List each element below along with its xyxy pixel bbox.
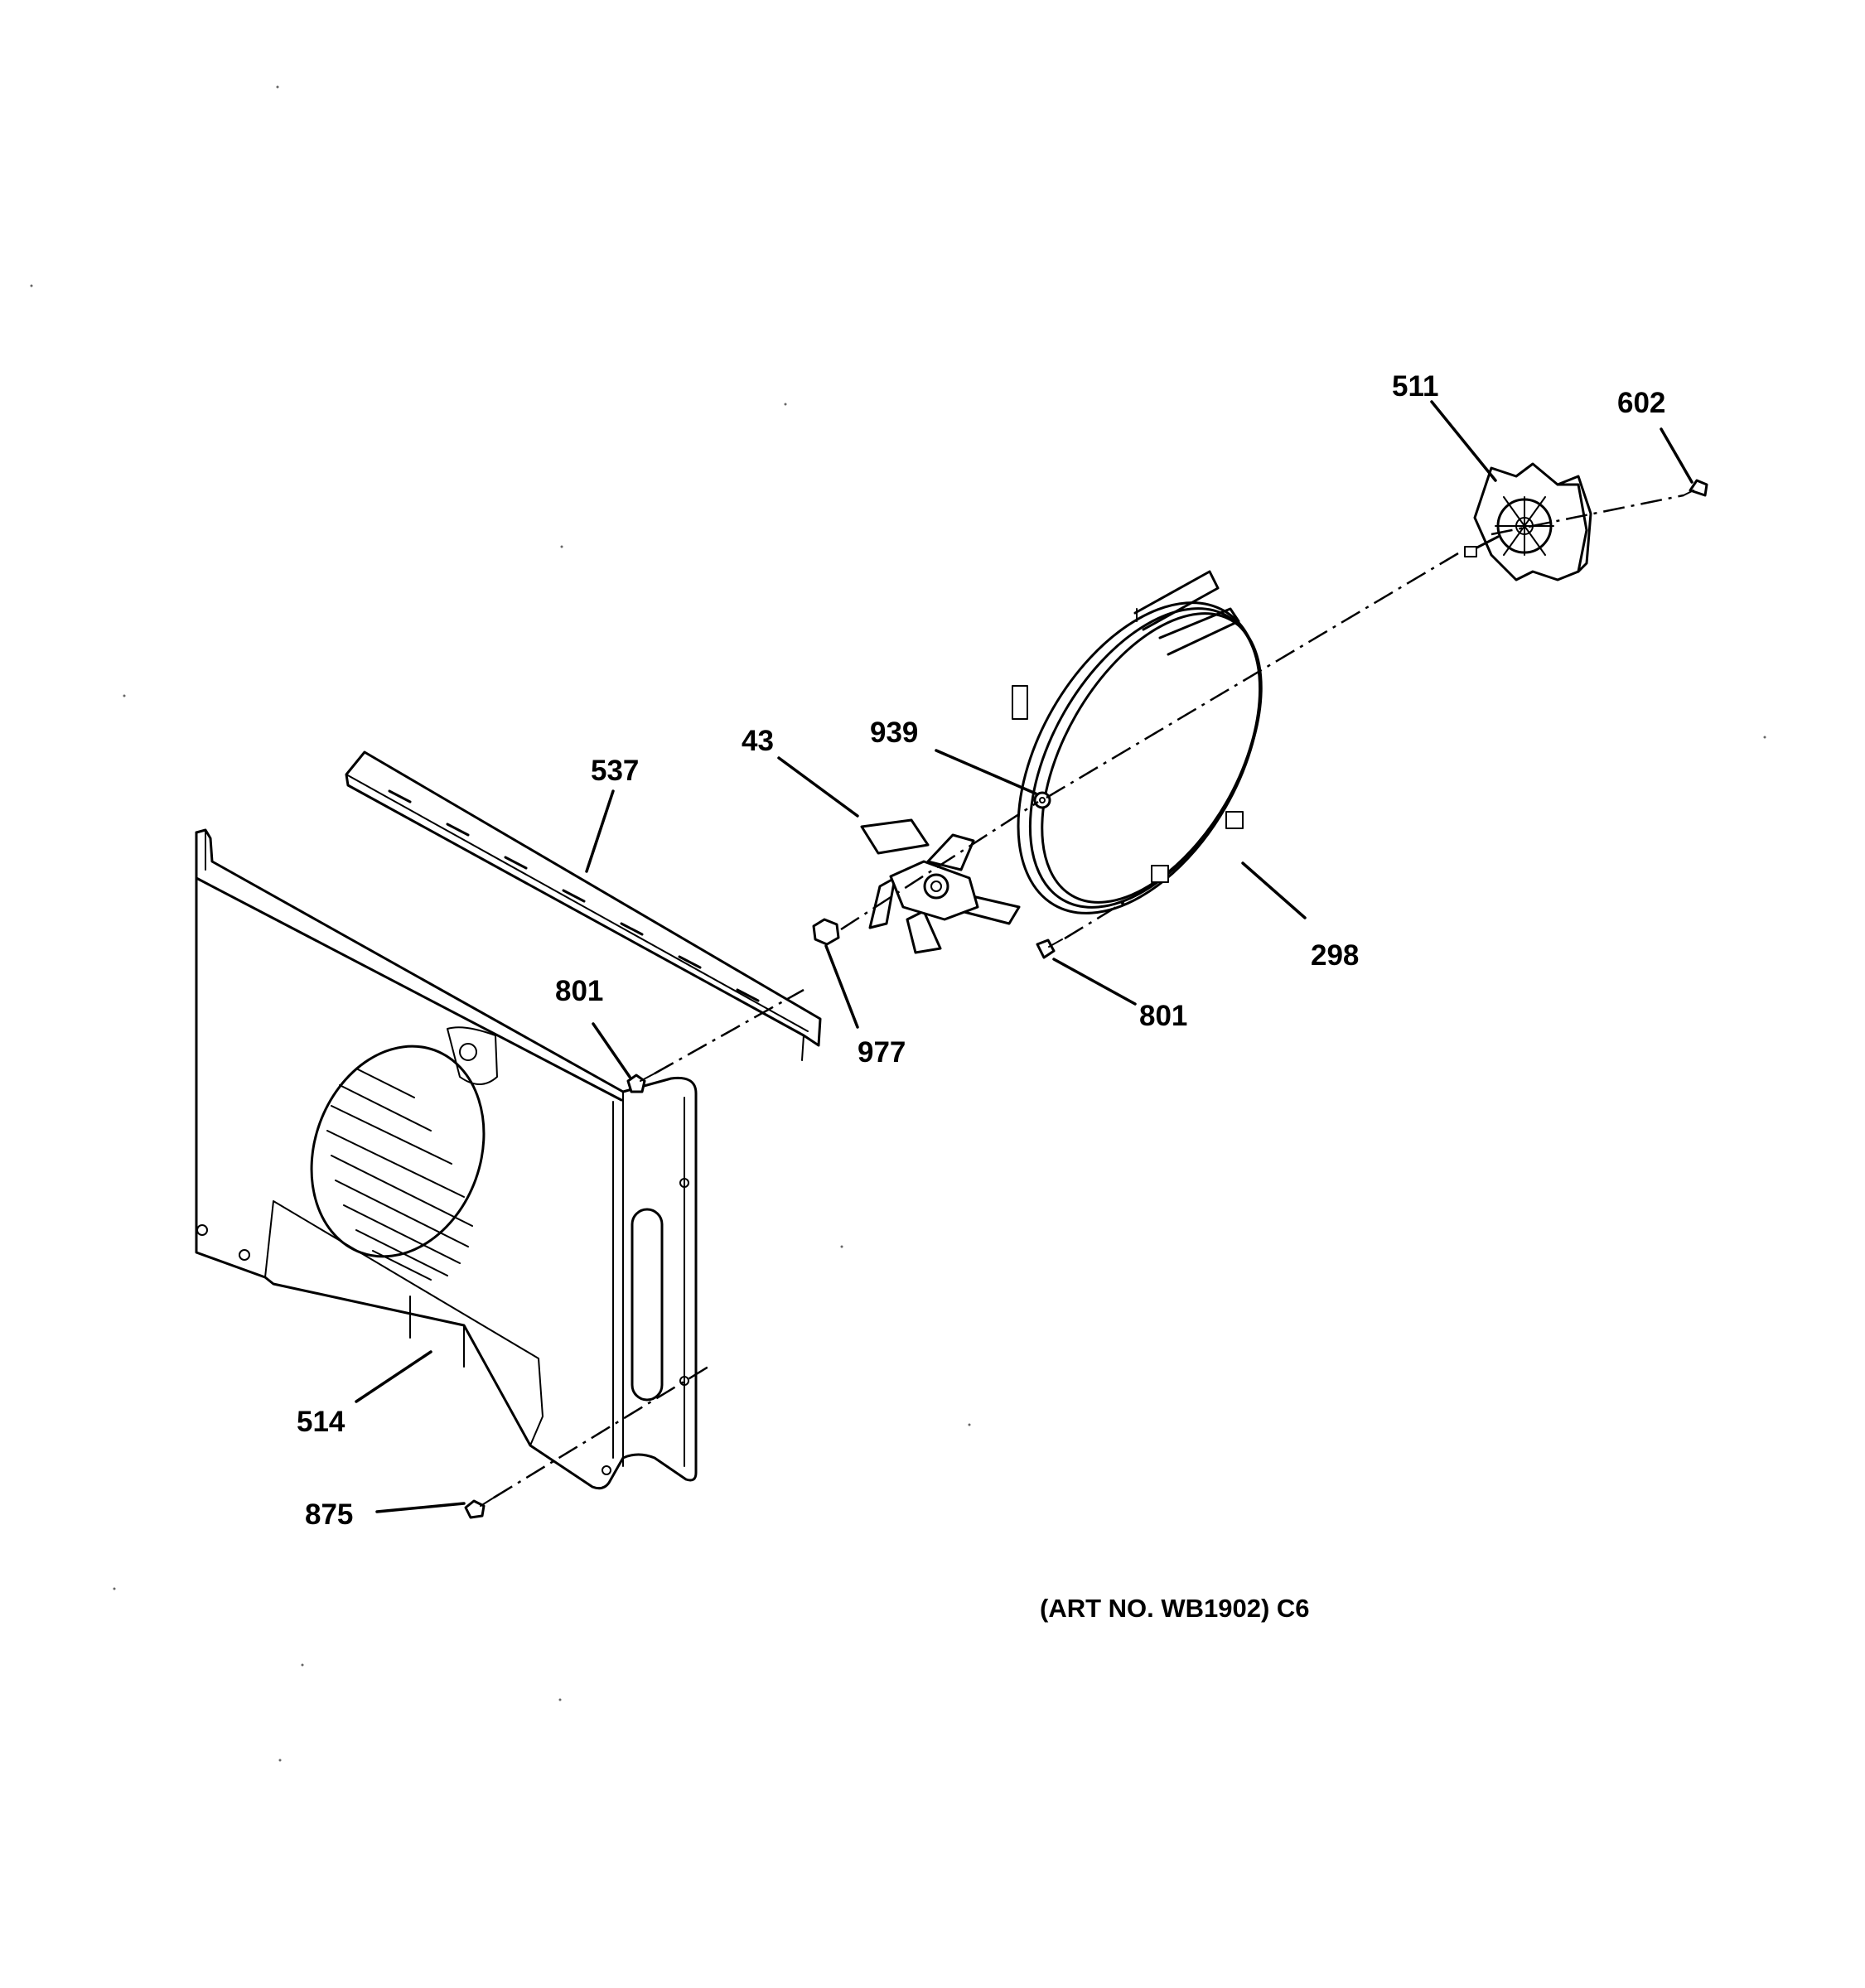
label-801-right: 801 — [1139, 1000, 1187, 1032]
screw-875 — [464, 1497, 495, 1519]
screw-801-right — [1036, 939, 1063, 959]
assembly-lines — [493, 494, 1684, 1499]
convection-baffle — [195, 828, 698, 1490]
label-939: 939 — [870, 717, 918, 749]
label-537: 537 — [591, 755, 639, 787]
label-514: 514 — [297, 1406, 345, 1438]
label-875: 875 — [305, 1498, 353, 1531]
ring-heating-element — [1012, 570, 1263, 914]
washer-939 — [1033, 791, 1051, 809]
label-43: 43 — [742, 725, 774, 757]
label-602: 602 — [1617, 387, 1665, 419]
fan-motor — [1464, 462, 1592, 581]
bracket — [345, 750, 822, 1061]
label-977: 977 — [858, 1036, 906, 1069]
fan-blade — [860, 818, 1021, 954]
nut-977 — [812, 918, 840, 946]
screw-602 — [1683, 479, 1708, 497]
scan-specks — [30, 85, 1766, 1762]
leader-lines — [355, 400, 1693, 1513]
art-number-caption: (ART NO. WB1902) C6 — [1040, 1594, 1310, 1623]
screw-801-left — [626, 1073, 655, 1093]
part-labels: 511 602 939 43 537 298 977 801 801 514 8… — [297, 370, 1665, 1531]
label-511: 511 — [1392, 370, 1438, 403]
label-801-left: 801 — [555, 975, 603, 1007]
label-298: 298 — [1311, 939, 1359, 972]
